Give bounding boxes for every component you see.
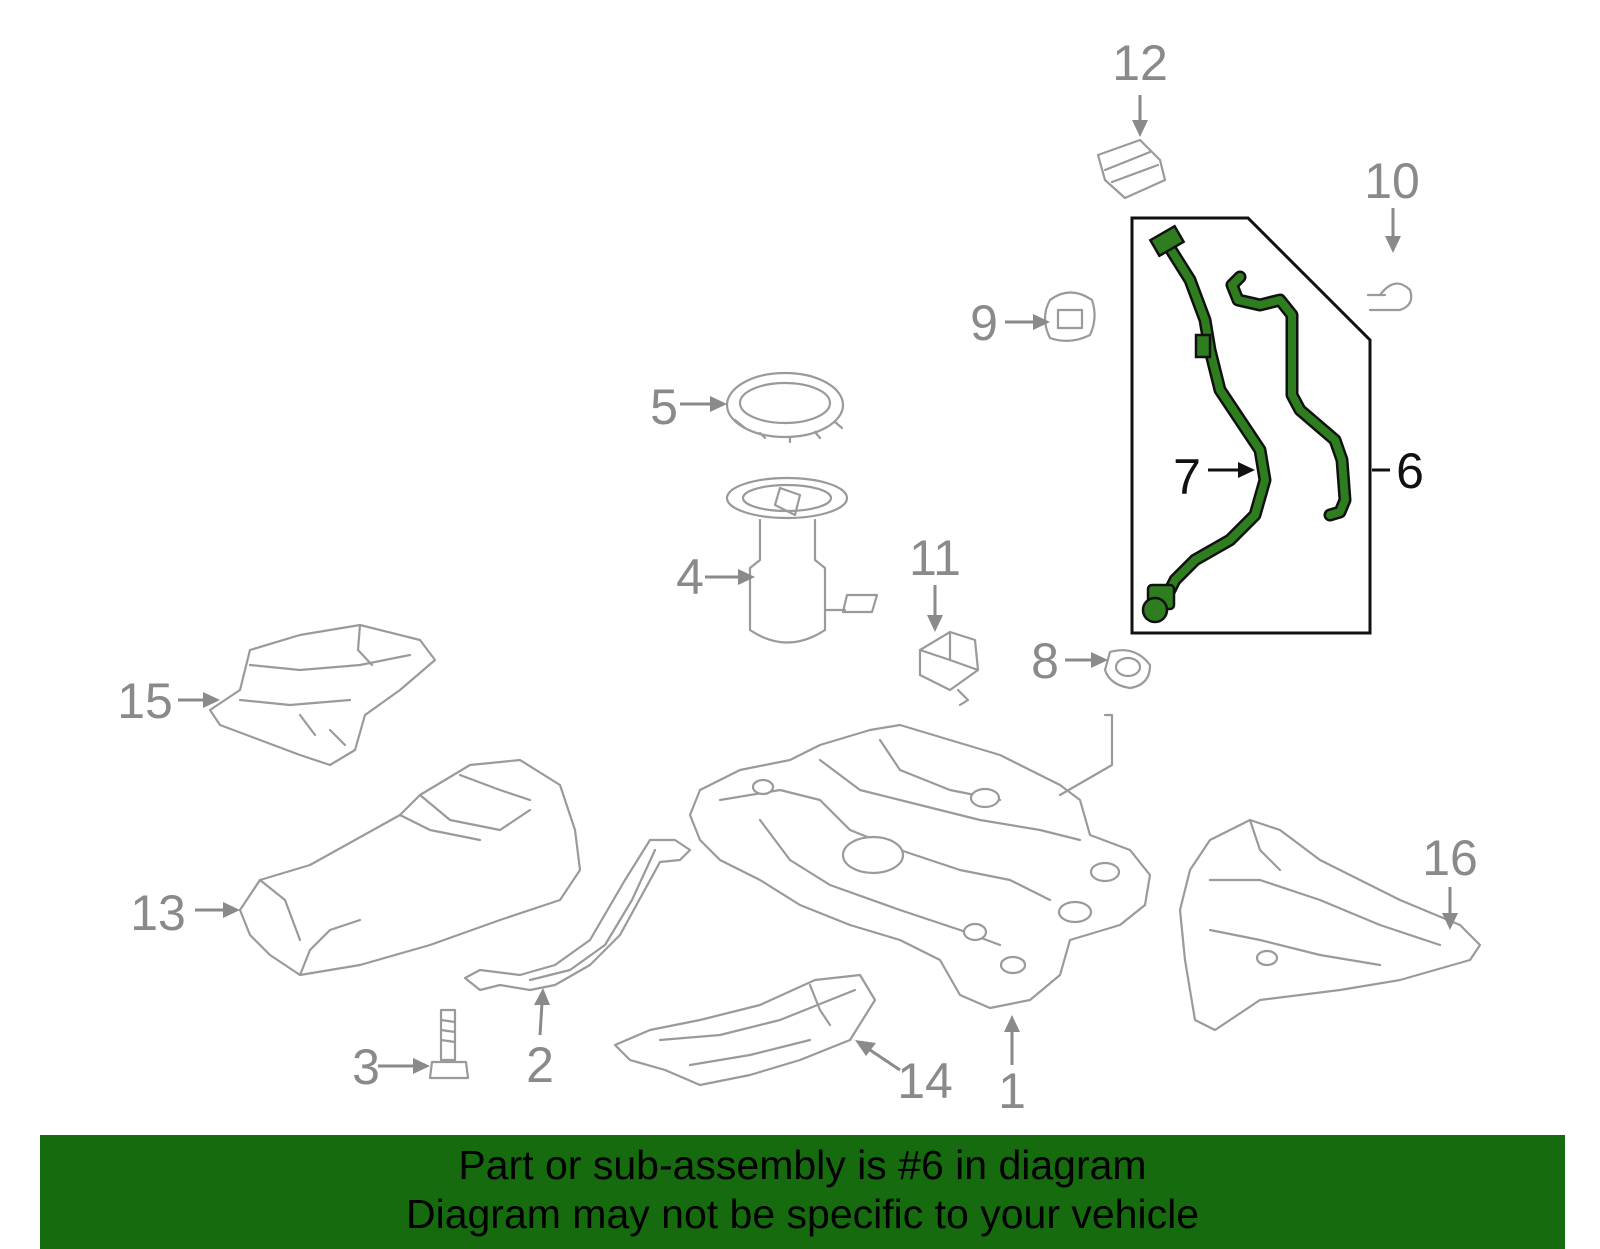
arrow-9 — [1005, 314, 1050, 330]
part-13-heat-shield[interactable] — [238, 758, 582, 977]
part-4-fuel-pump[interactable] — [725, 476, 879, 644]
banner-line-2: Diagram may not be specific to your vehi… — [405, 1191, 1199, 1237]
callout-11[interactable]: 11 — [909, 530, 961, 586]
part-12-cap[interactable] — [1096, 138, 1167, 200]
arrow-11 — [927, 585, 943, 632]
part-15-shield[interactable] — [208, 623, 437, 767]
arrow-10 — [1385, 208, 1401, 253]
info-banner: Part or sub-assembly is #6 in diagram Di… — [40, 1135, 1565, 1249]
part-5-lock-ring[interactable] — [725, 371, 845, 444]
part-14-shield[interactable] — [613, 973, 877, 1087]
part-2-tank-strap[interactable] — [463, 838, 692, 992]
callout-16[interactable]: 16 — [1422, 830, 1478, 886]
part-3-bolt[interactable] — [428, 1008, 470, 1080]
part-1-fuel-tank[interactable] — [688, 713, 1152, 1010]
arrow-1 — [1004, 1015, 1020, 1065]
callout-7[interactable]: 7 — [1173, 449, 1201, 505]
callout-12[interactable]: 12 — [1112, 35, 1168, 91]
callout-15[interactable]: 15 — [117, 673, 173, 729]
callout-6[interactable]: 6 — [1396, 443, 1424, 499]
arrow-12 — [1132, 95, 1148, 137]
arrow-14 — [855, 1040, 901, 1072]
callout-8[interactable]: 8 — [1031, 633, 1059, 689]
arrow-15 — [178, 692, 220, 708]
arrow-16 — [1442, 887, 1458, 930]
banner-line-1: Part or sub-assembly is #6 in diagram — [458, 1142, 1147, 1188]
arrow-3 — [378, 1058, 430, 1074]
part-11-module[interactable] — [918, 630, 980, 707]
arrow-5 — [680, 396, 727, 412]
callout-4[interactable]: 4 — [676, 549, 704, 605]
part-10-clip[interactable] — [1366, 282, 1413, 312]
part-16-shield[interactable] — [1178, 818, 1482, 1032]
callout-14[interactable]: 14 — [897, 1053, 953, 1109]
arrow-8 — [1065, 652, 1108, 668]
part-6-vent-tube[interactable] — [1225, 270, 1352, 522]
arrow-4 — [705, 569, 755, 585]
arrow-2 — [534, 988, 550, 1036]
callout-13[interactable]: 13 — [130, 885, 186, 941]
part-7-filler-pipe[interactable] — [1141, 224, 1272, 624]
callout-2[interactable]: 2 — [526, 1037, 554, 1093]
arrow-13 — [195, 902, 240, 918]
callout-3[interactable]: 3 — [352, 1039, 380, 1095]
callout-9[interactable]: 9 — [970, 295, 998, 351]
arrow-7 — [1208, 462, 1255, 478]
callout-10[interactable]: 10 — [1364, 153, 1420, 209]
callout-5[interactable]: 5 — [650, 379, 678, 435]
part-8-gasket[interactable] — [1103, 649, 1152, 690]
part-9-bracket[interactable] — [1043, 291, 1096, 342]
callout-1[interactable]: 1 — [998, 1063, 1026, 1119]
